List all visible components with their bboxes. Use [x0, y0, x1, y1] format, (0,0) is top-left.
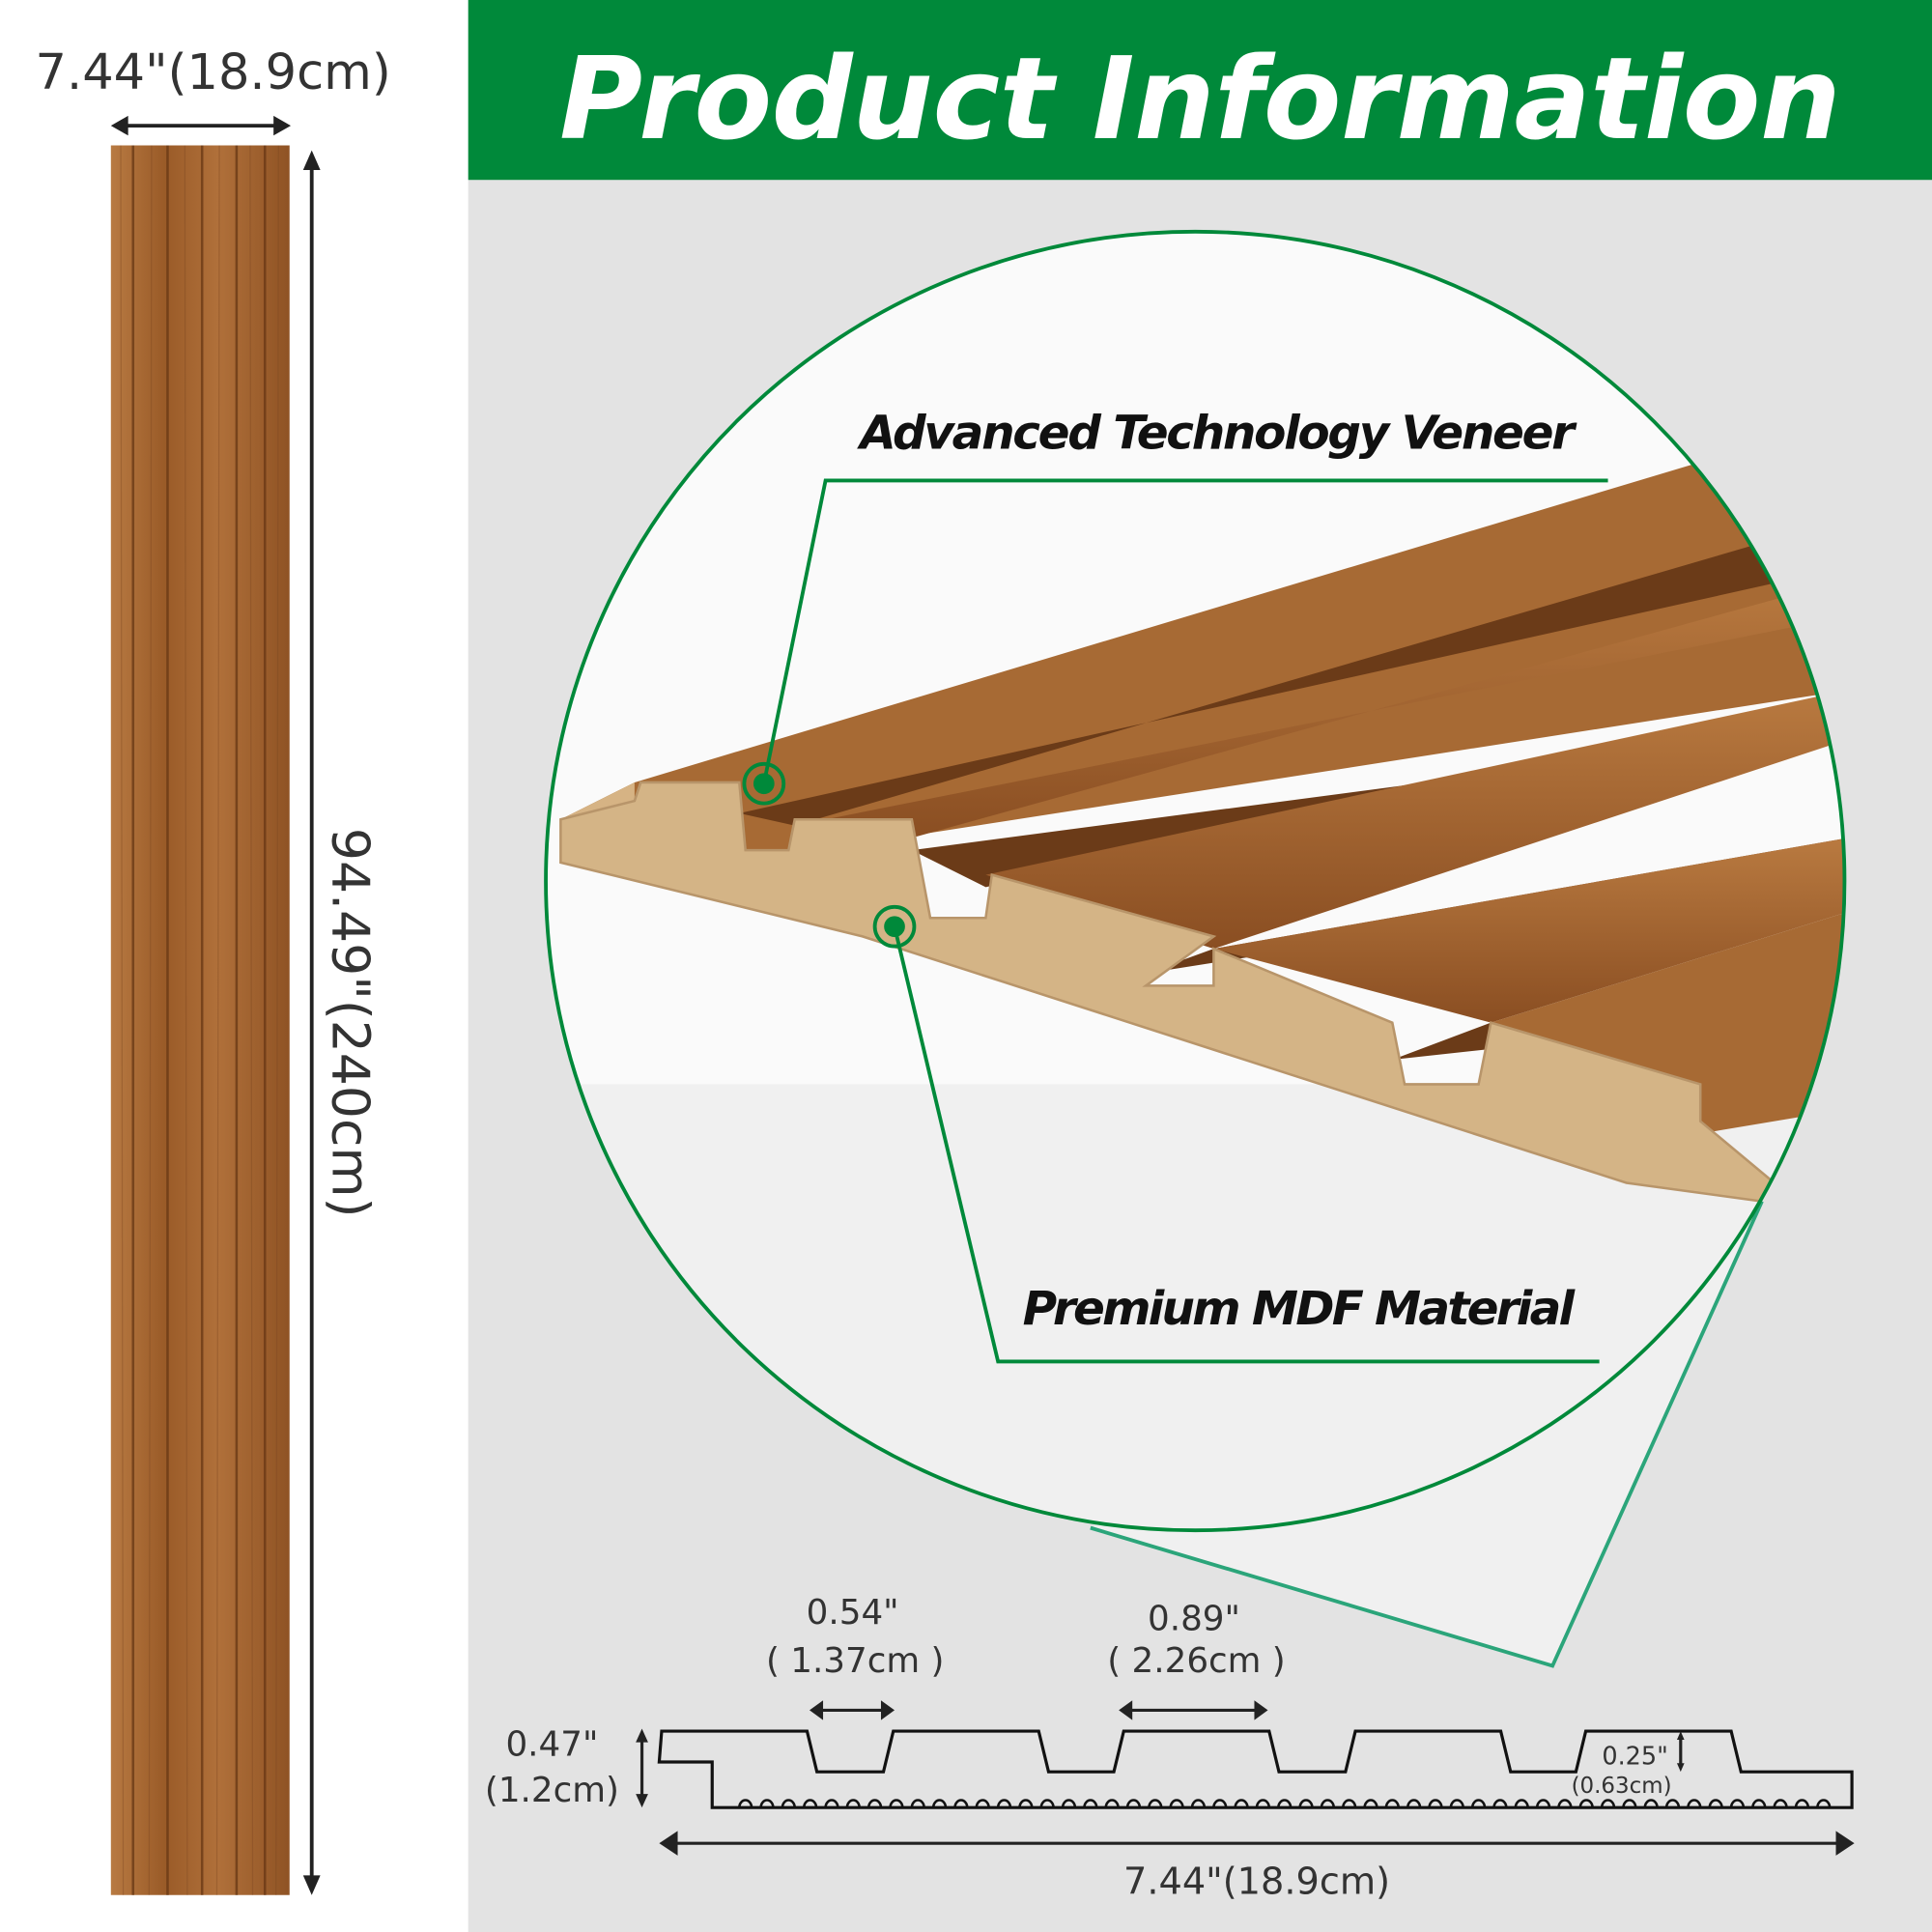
- profile-diagram: [657, 1729, 1854, 1809]
- page-title: Product Information: [559, 33, 1841, 165]
- thickness-label: 0.47": [505, 1725, 598, 1765]
- groove-width-label: 0.54": [807, 1593, 899, 1633]
- wall-panel-plank: [110, 145, 290, 1895]
- dimension-arrows: [636, 1700, 1855, 1856]
- length-arrow: [302, 150, 321, 1895]
- veneer-callout-line: [742, 478, 1608, 806]
- plank-width-label: 7.44"(18.9cm): [36, 44, 391, 101]
- total-width-label: 7.44"(18.9cm): [1123, 1860, 1390, 1903]
- plank-length-label: 94.49"(240cm): [320, 828, 381, 1218]
- rib-width-label: 0.89": [1148, 1600, 1240, 1639]
- mdf-callout-line: [872, 904, 1600, 1364]
- header-bar: [468, 0, 1932, 181]
- veneer-label: Advanced Technology Veneer: [856, 406, 1577, 460]
- groove-depth-label: 0.25": [1602, 1743, 1668, 1772]
- mdf-label: Premium MDF Material: [1023, 1282, 1577, 1336]
- rib-width-cm-label: ( 2.26cm ): [1107, 1641, 1285, 1681]
- width-arrow: [110, 115, 292, 136]
- thickness-cm-label: (1.2cm): [485, 1771, 619, 1810]
- groove-depth-cm-label: (0.63cm): [1572, 1774, 1672, 1799]
- groove-width-cm-label: ( 1.37cm ): [766, 1641, 944, 1681]
